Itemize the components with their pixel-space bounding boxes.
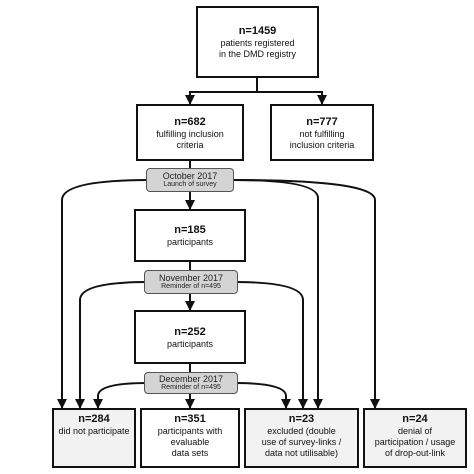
arrow-reminder-1-to-did-not-participate: [75, 281, 149, 409]
participants-1-box: n=185 participants: [134, 209, 246, 262]
denial-box: n=24 denial of participation / usage of …: [363, 408, 467, 468]
fulfilling-desc-1: fulfilling inclusion: [156, 128, 224, 139]
reminder-1-date: November 2017: [158, 273, 224, 283]
not-fulfilling-desc-2: inclusion criteria: [289, 139, 355, 150]
survey-launch-pill: October 2017 Launch of survey: [146, 168, 234, 192]
arrow-launch-to-denial: [232, 179, 380, 409]
evaluable-count: n=351: [174, 413, 206, 425]
excluded-count: n=23: [288, 413, 315, 425]
reminder-2-date: December 2017: [158, 374, 224, 384]
excluded-box: n=23 excluded (double use of survey-link…: [244, 408, 359, 468]
evaluable-desc-1: participants with: [157, 426, 223, 436]
excluded-desc-3: data not utilisable): [264, 448, 339, 458]
excluded-desc-1: excluded (double: [267, 426, 336, 436]
survey-launch-label: Launch of survey: [163, 181, 217, 188]
registry-count: n=1459: [238, 25, 277, 37]
did-not-participate-desc: did not participate: [58, 426, 130, 436]
reminder-2-label: Reminder of n=495: [161, 384, 221, 391]
arrow-registry-to-fulfilling: [185, 78, 258, 105]
excluded-desc-2: use of survey-links /: [261, 437, 342, 447]
denial-desc-1: denial of: [397, 426, 433, 436]
did-not-participate-count: n=284: [78, 413, 110, 425]
registry-desc-1: patients registered: [220, 38, 295, 48]
participants-2-label: participants: [166, 338, 214, 349]
arrow-launch-to-did-not-participate: [57, 179, 151, 409]
reminder-1-label: Reminder of n=495: [161, 283, 221, 290]
denial-desc-3: of drop-out-link: [384, 448, 446, 458]
not-fulfilling-count: n=777: [306, 115, 338, 128]
registry-desc-2: in the DMD registry: [218, 49, 297, 59]
registry-box: n=1459 patients registered in the DMD re…: [196, 6, 319, 78]
participants-1-label: participants: [166, 237, 214, 247]
fulfilling-desc-2: criteria: [176, 139, 204, 150]
arrow-reminder-1-to-excluded: [233, 281, 308, 409]
participants-2-box: n=252 participants: [134, 310, 246, 364]
not-fulfilling-box: n=777 not fulfilling inclusion criteria: [270, 104, 374, 161]
reminder-2-pill: December 2017 Reminder of n=495: [144, 372, 238, 394]
arrow-registry-to-not-fulfilling: [257, 91, 327, 105]
participants-2-count: n=252: [174, 325, 206, 338]
fulfilling-count: n=682: [174, 115, 206, 128]
did-not-participate-box: n=284 did not participate: [52, 408, 136, 468]
arrow-reminder-2-to-excluded: [233, 382, 291, 409]
survey-launch-date: October 2017: [162, 171, 218, 181]
arrow-reminder-2-to-did-not-participate: [93, 382, 149, 409]
denial-desc-2: participation / usage: [374, 437, 456, 447]
fulfilling-box: n=682 fulfilling inclusion criteria: [136, 104, 244, 161]
denial-count: n=24: [402, 413, 428, 425]
not-fulfilling-desc-1: not fulfilling: [299, 128, 345, 139]
participants-1-count: n=185: [174, 224, 206, 236]
evaluable-desc-2: evaluable: [170, 437, 210, 447]
evaluable-desc-3: data sets: [171, 448, 209, 458]
reminder-1-pill: November 2017 Reminder of n=495: [144, 270, 238, 294]
evaluable-box: n=351 participants with evaluable data s…: [140, 408, 240, 468]
